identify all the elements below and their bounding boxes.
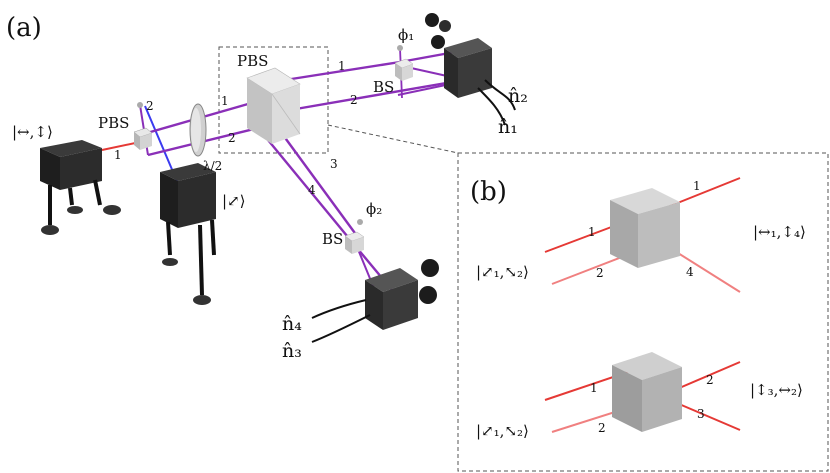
mirror-small <box>137 102 143 108</box>
bottom-bs-cube <box>344 231 365 254</box>
beam-label-2: 2 <box>228 131 236 145</box>
bottom-in-label-1: 1 <box>590 381 598 395</box>
n4-label: n̂₄ <box>282 313 302 335</box>
small-pbs-cube <box>133 127 153 150</box>
top-in-label-1: 1 <box>588 225 596 239</box>
out-port-4: 4 <box>308 183 316 197</box>
panel-a-label: (a) <box>6 13 42 43</box>
bottom-in-label-2: 2 <box>598 421 606 435</box>
small-pbs-label: PBS <box>98 114 129 132</box>
phi2-mirror <box>357 219 363 225</box>
laser1-beam <box>101 141 141 151</box>
laser-1 <box>40 140 121 235</box>
top-out-label-1: 1 <box>693 179 701 193</box>
out-port-3: 3 <box>330 157 338 171</box>
laser2-state-label: |⤢⟩ <box>222 192 245 210</box>
panel-b-label: (b) <box>470 177 507 207</box>
bottom-bs-label: BS <box>322 230 343 248</box>
top-bs-cube <box>394 58 414 81</box>
small-pbs-port-1: 1 <box>114 148 122 162</box>
laser-2 <box>160 163 216 305</box>
beam-path-out3 <box>282 134 361 241</box>
small-pbs-port-2: 2 <box>146 99 154 113</box>
half-wave-plate-face <box>191 108 201 152</box>
main-pbs-cube <box>246 67 301 144</box>
detector-top <box>425 13 516 126</box>
bottom-out-label-3: 3 <box>697 407 705 421</box>
waveplate-label: λ/2 <box>203 159 222 173</box>
top-cube <box>610 188 680 268</box>
main-pbs-label: PBS <box>237 52 268 70</box>
beam-path-out4 <box>267 139 353 243</box>
n2-label: n̂₂ <box>508 85 528 107</box>
laser1-state-label: |↔,↕⟩ <box>12 123 53 141</box>
top-bs-label: BS <box>373 78 394 96</box>
top-out-label-4: 4 <box>686 265 694 279</box>
top-output-state: |↔₁,↕₄⟩ <box>753 223 806 241</box>
top-in-label-2: 2 <box>596 266 604 280</box>
panel-b-box <box>457 152 829 472</box>
out-port-1: 1 <box>338 59 346 73</box>
phi1-mirror <box>397 45 403 51</box>
detector-bottom <box>311 259 439 343</box>
beam-path-out1 <box>284 60 401 82</box>
bottom-cube <box>612 352 682 432</box>
n3-label: n̂₃ <box>282 340 302 362</box>
beam-label-1: 1 <box>221 94 229 108</box>
top-input-state: |⤢₁,⤡₂⟩ <box>476 263 529 281</box>
out-port-2: 2 <box>350 93 358 107</box>
bottom-output-state: |↕₃,↔₂⟩ <box>750 381 803 399</box>
beam-path-out2 <box>289 80 453 112</box>
connector-line-top <box>327 124 459 154</box>
phi2-label: ϕ₂ <box>366 200 382 218</box>
top-out-beam-4 <box>669 247 741 293</box>
phi1-label: ϕ₁ <box>398 26 414 44</box>
pbs-highlight-box <box>218 46 329 154</box>
bottom-out-label-2: 2 <box>706 373 714 387</box>
n1-label: n̂₁ <box>498 116 518 138</box>
bottom-input-state: |⤢₁,⤡₂⟩ <box>476 422 529 440</box>
